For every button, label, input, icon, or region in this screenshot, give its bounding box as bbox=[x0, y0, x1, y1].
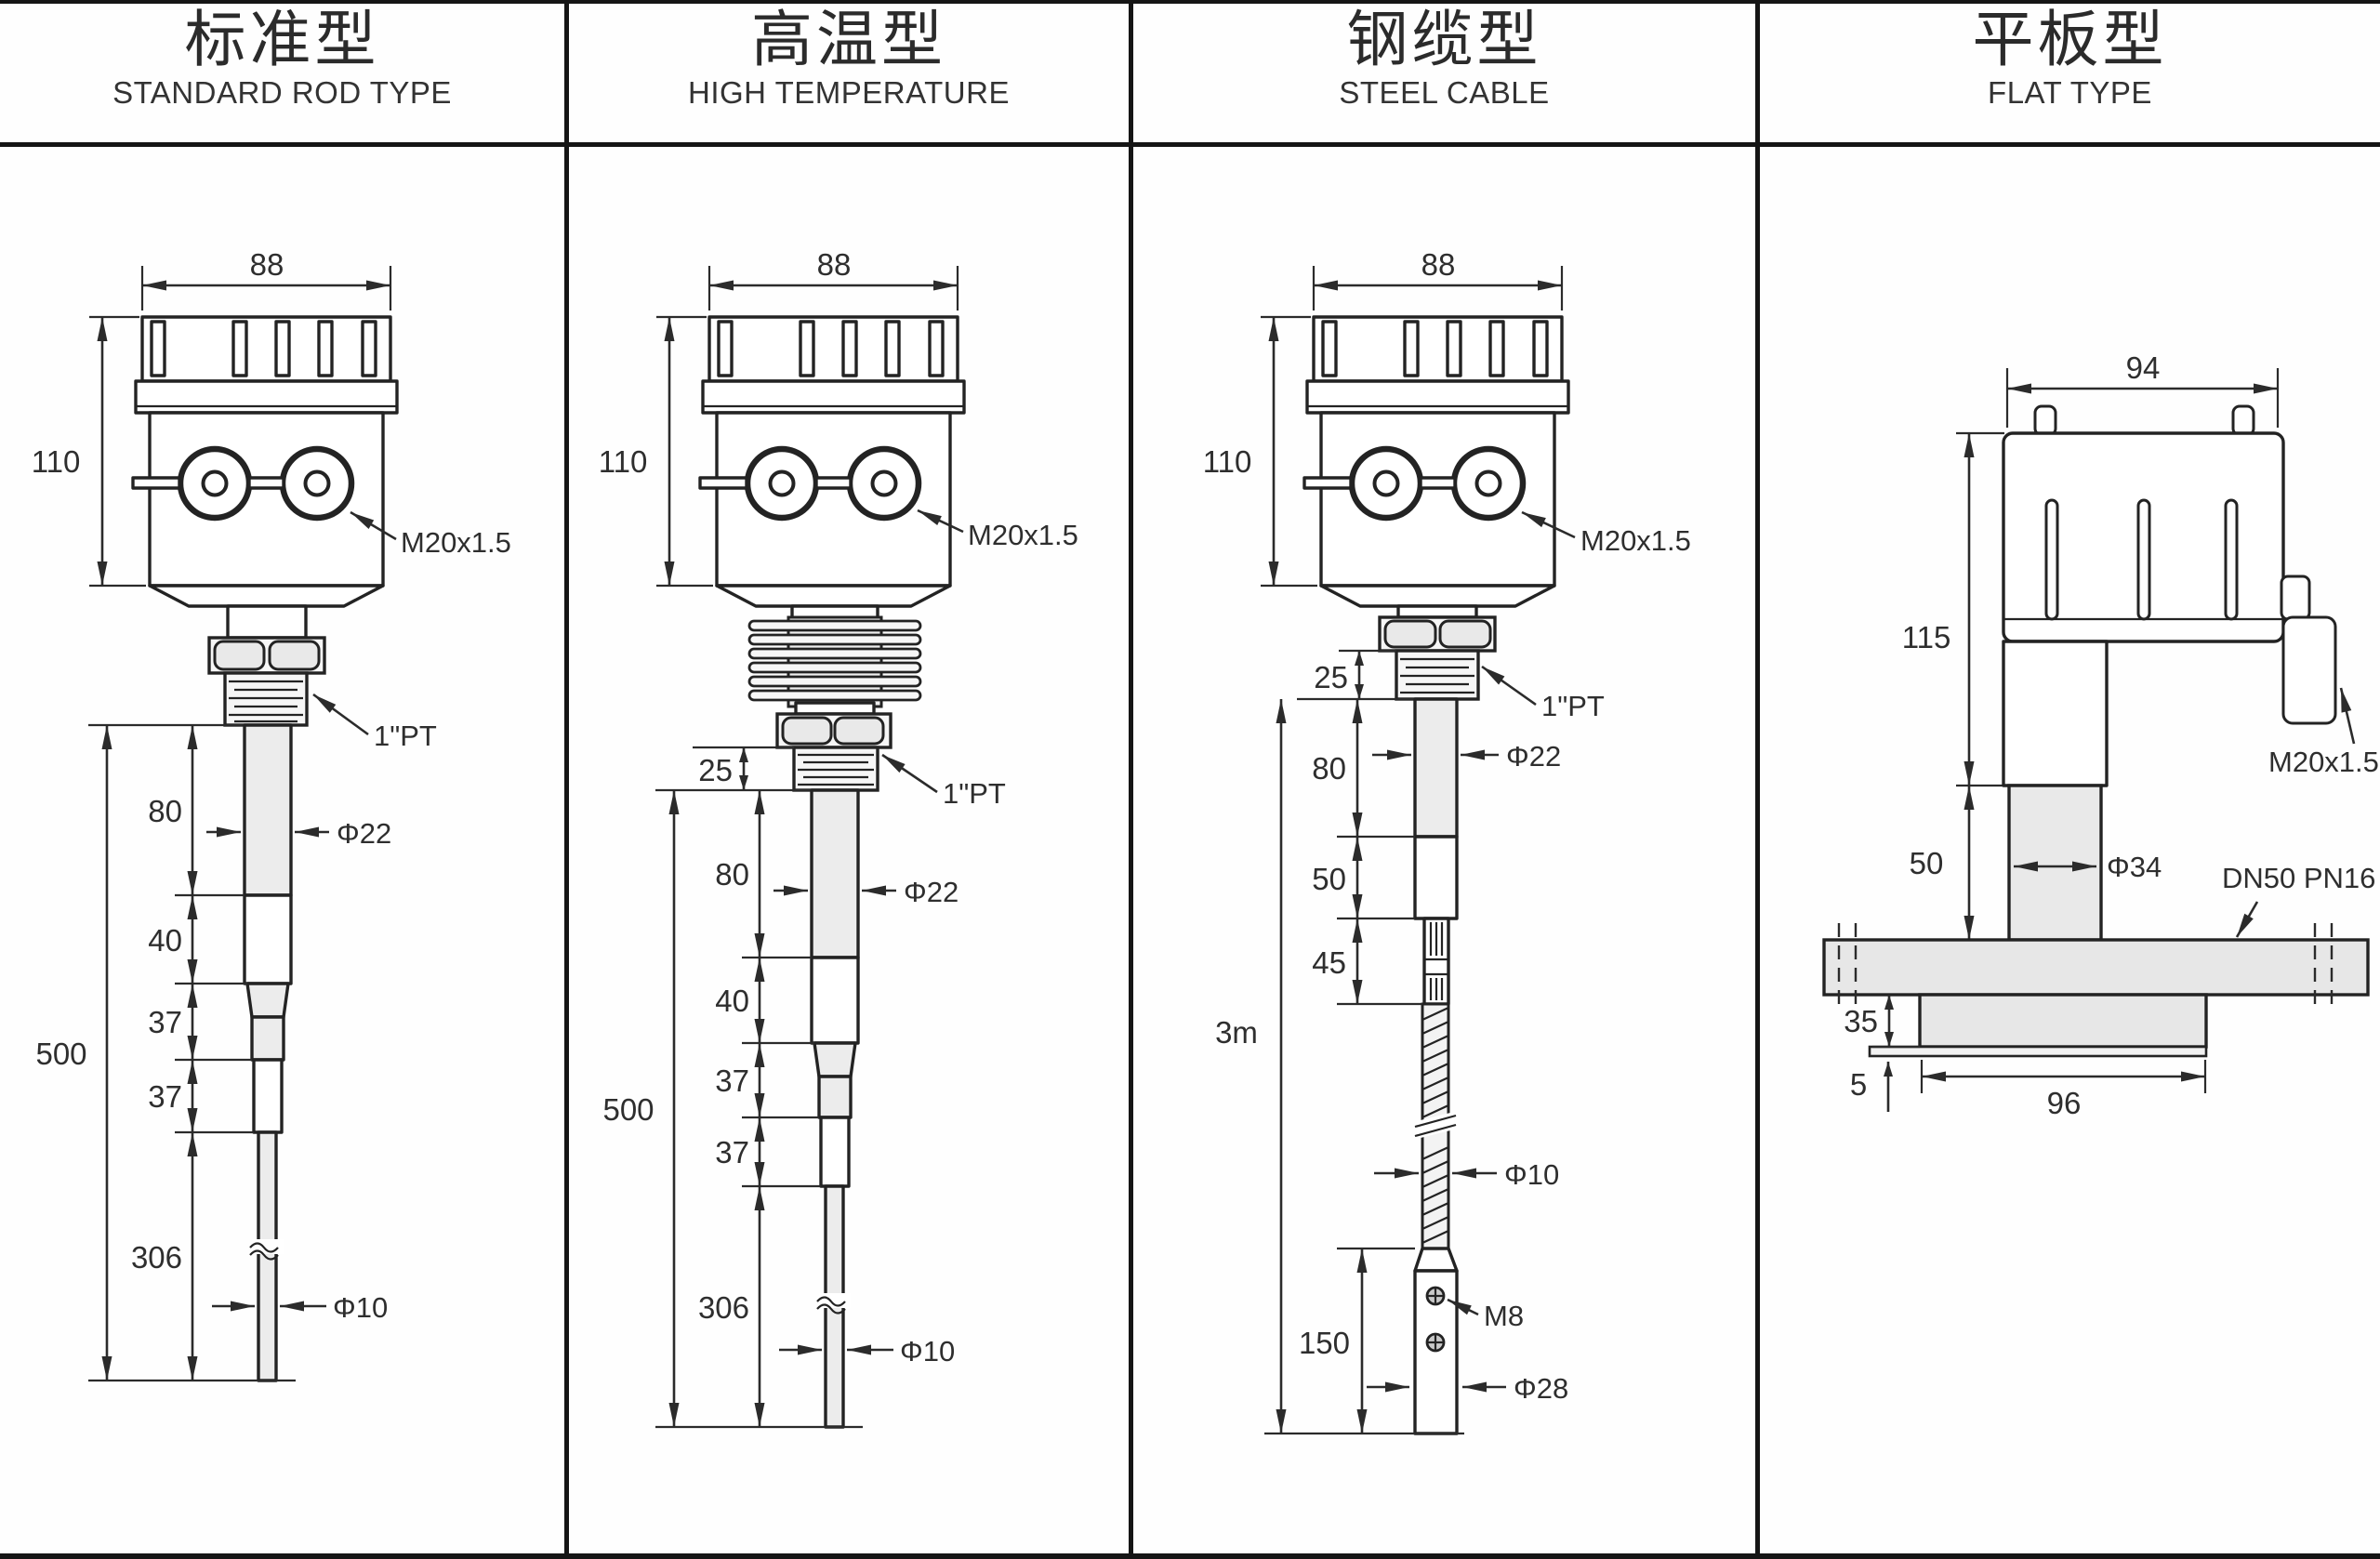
title-cn-standard: 标准型 bbox=[184, 5, 380, 73]
dim-total-length: 3m bbox=[1215, 1015, 1258, 1050]
column-divider-1 bbox=[564, 0, 569, 1559]
label-process-thread: 1"PT bbox=[374, 720, 437, 752]
side-connector-small bbox=[2280, 575, 2311, 621]
dim-body-height: 115 bbox=[1902, 620, 1951, 654]
dim-total-length: 500 bbox=[602, 1092, 654, 1127]
lower-plate bbox=[1918, 993, 2208, 1049]
dim-thread-length: 25 bbox=[698, 753, 733, 787]
neck bbox=[2007, 784, 2103, 942]
dim-body-width: 94 bbox=[2126, 350, 2161, 385]
label-rod-diameter: Φ22 bbox=[337, 817, 391, 850]
dim-seg3: 37 bbox=[715, 1064, 749, 1098]
weight-screws bbox=[1425, 1286, 1446, 1353]
label-rod-diameter: Φ22 bbox=[1506, 740, 1561, 773]
label-tip-diameter: Φ10 bbox=[900, 1335, 955, 1367]
dim-neck-length: 50 bbox=[1910, 846, 1944, 880]
dim-seg1: 80 bbox=[148, 794, 182, 828]
steel-cable-drawing: 88 110 M20x1.5 bbox=[1203, 247, 1691, 1435]
column-header-flat: 平板型 FLAT TYPE bbox=[1760, 7, 2380, 111]
side-connector-gland bbox=[2281, 615, 2337, 725]
dim-seg1: 80 bbox=[715, 857, 749, 892]
dim-head-width: 88 bbox=[817, 247, 852, 282]
label-tip-diameter: Φ10 bbox=[333, 1291, 388, 1324]
title-en-high-temp: HIGH TEMPERATURE bbox=[688, 75, 1010, 111]
standard-rod-drawing: 88 110 M20x1.5 bbox=[32, 247, 511, 1382]
dim-seg2: 50 bbox=[1312, 862, 1346, 896]
dim-weight-length: 150 bbox=[1299, 1326, 1350, 1360]
bottom-pad bbox=[1868, 1045, 2208, 1058]
label-cable-gland: M20x1.5 bbox=[1580, 524, 1691, 557]
dim-seg4: 37 bbox=[715, 1135, 749, 1169]
label-weight-diameter: Φ28 bbox=[1514, 1372, 1568, 1405]
header-separator-line bbox=[0, 142, 2380, 147]
label-weight-screw: M8 bbox=[1484, 1300, 1524, 1332]
dim-head-height: 110 bbox=[599, 444, 648, 479]
dim-seg3: 37 bbox=[148, 1005, 182, 1039]
label-process-thread: 1"PT bbox=[943, 777, 1006, 810]
flange bbox=[1822, 938, 2370, 997]
title-en-steel-cable: STEEL CABLE bbox=[1339, 75, 1550, 111]
title-cn-high-temp: 高温型 bbox=[751, 5, 946, 73]
dim-total-length: 500 bbox=[35, 1037, 86, 1071]
top-border bbox=[0, 0, 2380, 4]
conduit-tab bbox=[131, 476, 181, 490]
column-divider-2 bbox=[1129, 0, 1133, 1559]
label-rod-diameter: Φ22 bbox=[904, 876, 959, 908]
dim-plate-width: 96 bbox=[2047, 1086, 2082, 1120]
flat-type-drawing: 94 M20x1.5 115 50 Φ34 DN50 PN1 bbox=[1822, 350, 2379, 1120]
label-flange-spec: DN50 PN16 bbox=[2222, 862, 2375, 894]
dim-head-width: 88 bbox=[250, 247, 284, 282]
column-header-standard: 标准型 STANDARD ROD TYPE bbox=[0, 7, 564, 111]
cooling-fins bbox=[747, 619, 922, 702]
label-process-thread: 1"PT bbox=[1541, 690, 1605, 722]
bottom-border bbox=[0, 1553, 2380, 1559]
high-temperature-drawing: 88 110 M20x1.5 bbox=[599, 247, 1078, 1429]
dim-seg2: 40 bbox=[715, 984, 749, 1018]
dim-seg2: 40 bbox=[148, 923, 182, 958]
dim-pad-thickness: 5 bbox=[1850, 1067, 1867, 1102]
dim-head-height: 110 bbox=[32, 444, 81, 479]
title-en-standard: STANDARD ROD TYPE bbox=[112, 75, 452, 111]
label-cable-gland: M20x1.5 bbox=[2268, 746, 2379, 778]
title-en-flat: FLAT TYPE bbox=[1988, 75, 2152, 111]
dim-head-width: 88 bbox=[1421, 247, 1456, 282]
cable-hatching bbox=[1421, 1007, 1449, 1244]
dim-seg5: 306 bbox=[131, 1240, 182, 1275]
label-cable-diameter: Φ10 bbox=[1504, 1158, 1559, 1191]
title-cn-steel-cable: 钢缆型 bbox=[1346, 5, 1542, 73]
dim-seg4: 37 bbox=[148, 1079, 182, 1114]
dim-head-height: 110 bbox=[1203, 444, 1252, 479]
column-divider-3 bbox=[1755, 0, 1760, 1559]
dim-seg1: 80 bbox=[1312, 751, 1346, 786]
label-cable-gland: M20x1.5 bbox=[968, 519, 1078, 551]
label-cable-gland: M20x1.5 bbox=[401, 526, 511, 559]
column-header-steel-cable: 钢缆型 STEEL CABLE bbox=[1133, 7, 1755, 111]
title-cn-flat: 平板型 bbox=[1972, 5, 2168, 73]
dim-seg5: 306 bbox=[698, 1290, 749, 1325]
column-header-high-temp: 高温型 HIGH TEMPERATURE bbox=[569, 7, 1129, 111]
dim-thread-length: 25 bbox=[1314, 660, 1348, 694]
label-neck-diameter: Φ34 bbox=[2107, 851, 2162, 883]
dim-plate-thickness: 35 bbox=[1844, 1004, 1878, 1038]
dim-seg3: 45 bbox=[1312, 945, 1346, 980]
